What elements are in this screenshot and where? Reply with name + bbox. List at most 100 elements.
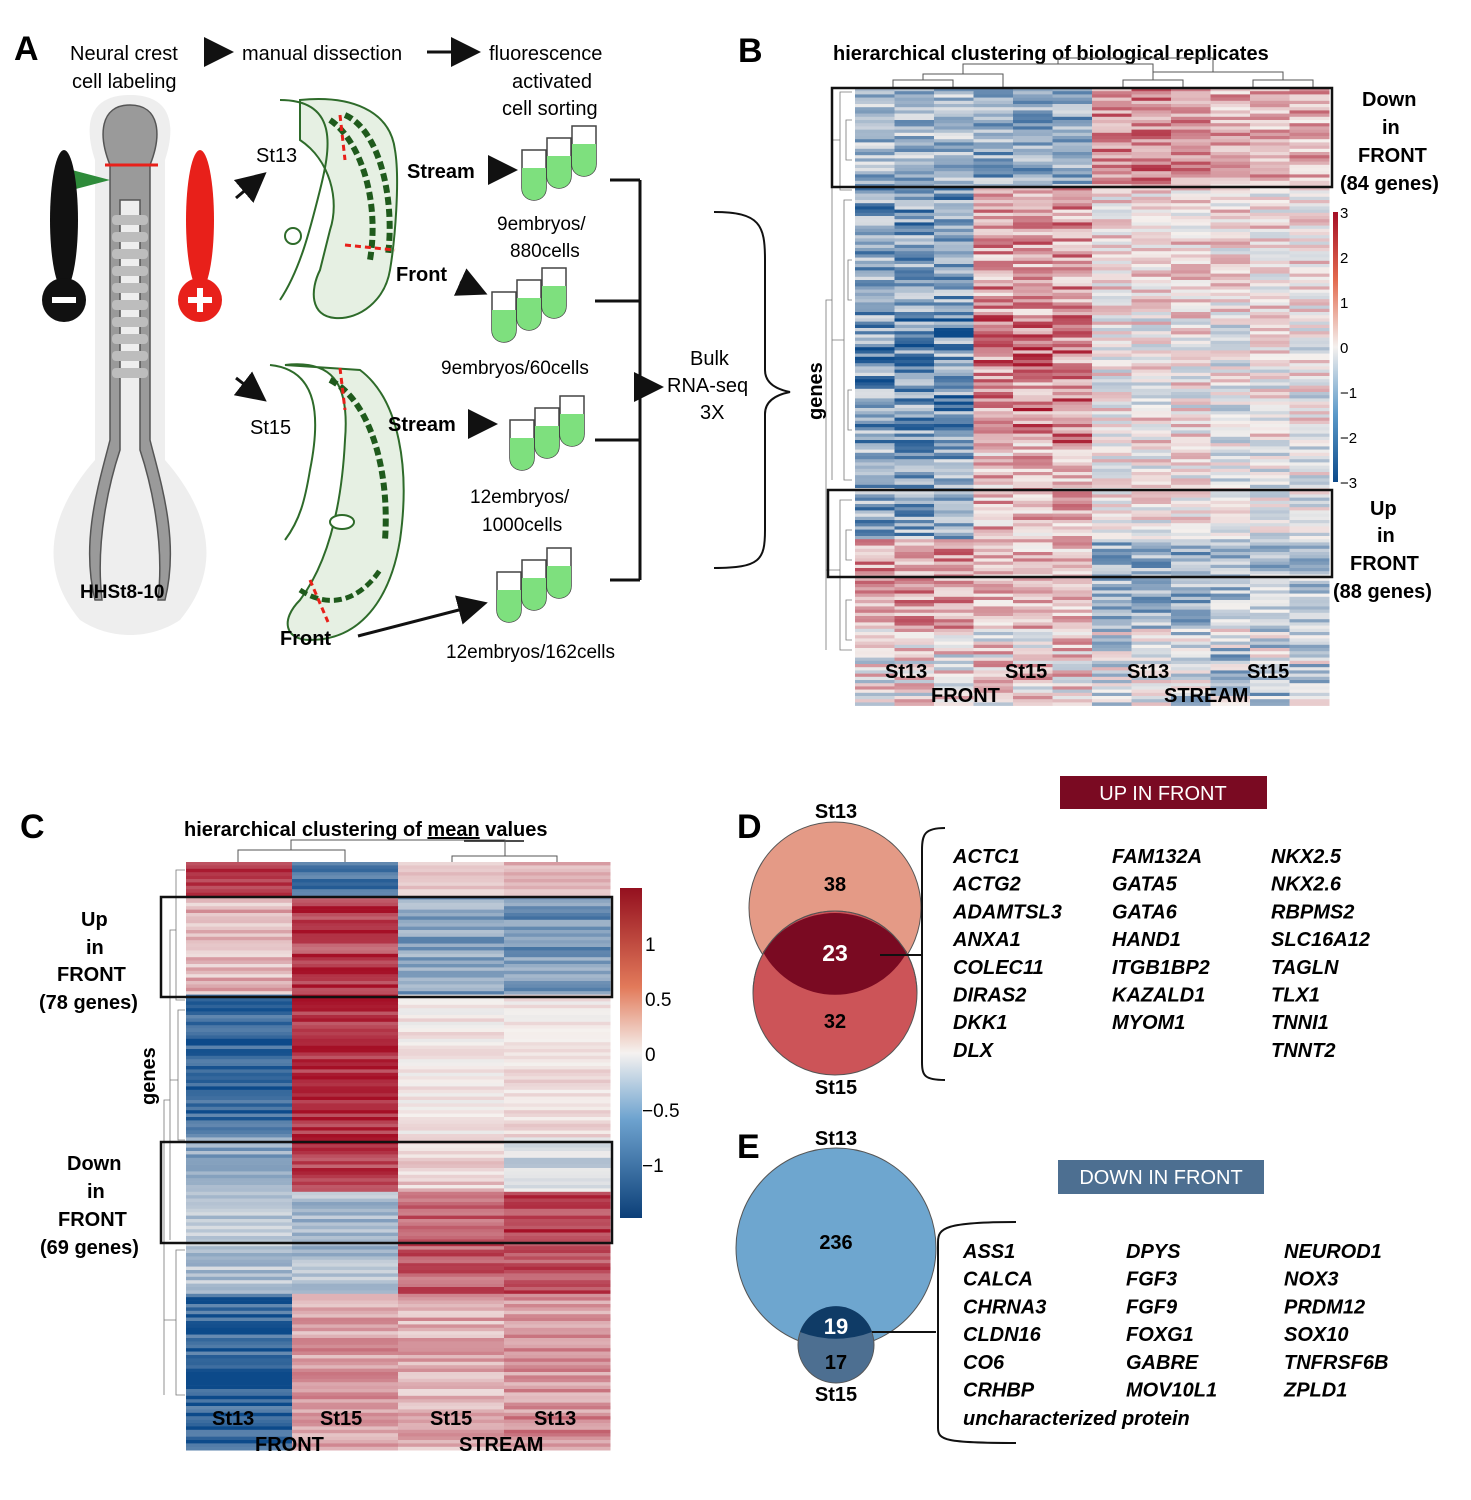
heatmap-cell [1250, 321, 1290, 326]
heatmap-cell [292, 1202, 399, 1206]
heatmap-cell [1052, 235, 1093, 239]
heatmap-cell [1092, 225, 1132, 230]
heatmap-cell [934, 420, 974, 425]
heatmap-cell [504, 909, 611, 914]
heatmap-cell [292, 1327, 399, 1332]
heatmap-cell [1171, 302, 1211, 306]
heatmap-cell [894, 590, 935, 594]
heatmap-cell [1289, 347, 1330, 351]
heatmap-cell [1092, 286, 1132, 290]
heatmap-cell [186, 1334, 293, 1339]
heatmap-cell [894, 257, 935, 262]
heatmap-cell [973, 107, 1014, 111]
heatmap-cell [1289, 104, 1330, 108]
heatmap-cell [973, 174, 1014, 178]
heatmap-cell [1092, 660, 1132, 665]
heatmap-cell [1250, 305, 1290, 310]
heatmap-cell [504, 1215, 611, 1220]
heatmap-cell [1289, 641, 1330, 646]
heatmap-cell [186, 1412, 293, 1417]
heatmap-cell [398, 1066, 505, 1070]
heatmap-cell [1131, 558, 1172, 562]
heatmap-cell [292, 1433, 399, 1437]
heatmap-cell [973, 568, 1014, 572]
heatmap-cell [973, 142, 1014, 146]
heatmap-cell [1013, 440, 1053, 444]
heatmap-cell [855, 398, 895, 402]
heatmap-cell [1210, 651, 1251, 655]
heatmap-cell [894, 107, 935, 111]
heatmap-cell [1092, 337, 1132, 342]
heatmap-cell [398, 1106, 505, 1111]
heatmap-cell [855, 401, 895, 406]
heatmap-cell [292, 1361, 399, 1366]
heatmap-cell [973, 273, 1014, 278]
heatmap-cell [504, 1212, 611, 1216]
heatmap-cell [1013, 206, 1053, 210]
heatmap-cell [1092, 241, 1132, 246]
heatmap-cell [398, 1100, 505, 1104]
heatmap-cell [1131, 692, 1172, 697]
heatmap-cell [973, 648, 1014, 652]
heatmap-cell [186, 1293, 293, 1298]
heatmap-cell [1092, 331, 1132, 335]
heatmap-cell [1210, 344, 1251, 348]
heatmap-cell [1092, 276, 1132, 281]
heatmap-cell [292, 1436, 399, 1441]
heatmap-cell [855, 433, 895, 438]
bulk-line3: 3X [700, 402, 724, 424]
heatmap-cell [973, 564, 1014, 569]
heatmap-cell [504, 1086, 611, 1091]
heatmap-cell [1250, 641, 1290, 646]
heatmap-cell [973, 315, 1014, 319]
heatmap-cell [1013, 251, 1053, 255]
heatmap-cell [934, 625, 974, 630]
heatmap-cell [1210, 600, 1251, 604]
heatmap-cell [1250, 436, 1290, 441]
heatmap-cell [1052, 504, 1093, 508]
heatmap-cell [855, 654, 895, 658]
heatmap-cell [1250, 430, 1290, 434]
heatmap-cell [973, 449, 1014, 454]
heatmap-cell [973, 251, 1014, 255]
heatmap-cell [1131, 664, 1172, 668]
heatmap-cell [186, 1096, 293, 1101]
heatmap-cell [504, 1113, 611, 1118]
heatmap-cell [1131, 88, 1172, 92]
heatmap-cell [398, 1314, 505, 1318]
heatmap-cell [1052, 331, 1093, 335]
heatmap-cell [1013, 516, 1053, 521]
heatmap-cell [1092, 216, 1132, 220]
heatmap-cell [504, 1161, 611, 1165]
gene-name: FAM132A [1112, 846, 1202, 868]
heatmap-cell [1013, 641, 1053, 646]
heatmap-cell [292, 967, 399, 972]
heatmap-cell [1210, 417, 1251, 422]
heatmap-cell [1210, 142, 1251, 146]
heatmap-cell [1289, 292, 1330, 297]
heatmap-cell [1171, 558, 1211, 562]
heatmap-cell [186, 1317, 293, 1322]
heatmap-cell [292, 1378, 399, 1383]
heatmap-cell [186, 1341, 293, 1346]
heatmap-cell [894, 593, 935, 598]
heatmap-cell [1013, 680, 1053, 684]
heatmap-cell [504, 1236, 611, 1240]
heatmap-cell [1131, 584, 1172, 588]
heatmap-cell [1250, 228, 1290, 233]
heatmap-cell [1250, 164, 1290, 169]
heatmap-cell [292, 1246, 399, 1250]
heatmap-cell [894, 289, 935, 294]
label-stream-st15: Stream [388, 414, 456, 436]
heatmap-cell [973, 276, 1014, 281]
heatmap-cell [1092, 651, 1132, 655]
heatmap-cell [855, 606, 895, 610]
bulk-line1: Bulk [690, 348, 730, 370]
title-post: values [480, 819, 548, 841]
heatmap-cell [1052, 475, 1093, 479]
heatmap-cell [1171, 356, 1211, 361]
heatmap-cell [186, 1215, 293, 1220]
stage-st15: St15 [250, 417, 291, 439]
heatmap-cell [186, 1232, 293, 1237]
heatmap-cell [504, 872, 611, 876]
